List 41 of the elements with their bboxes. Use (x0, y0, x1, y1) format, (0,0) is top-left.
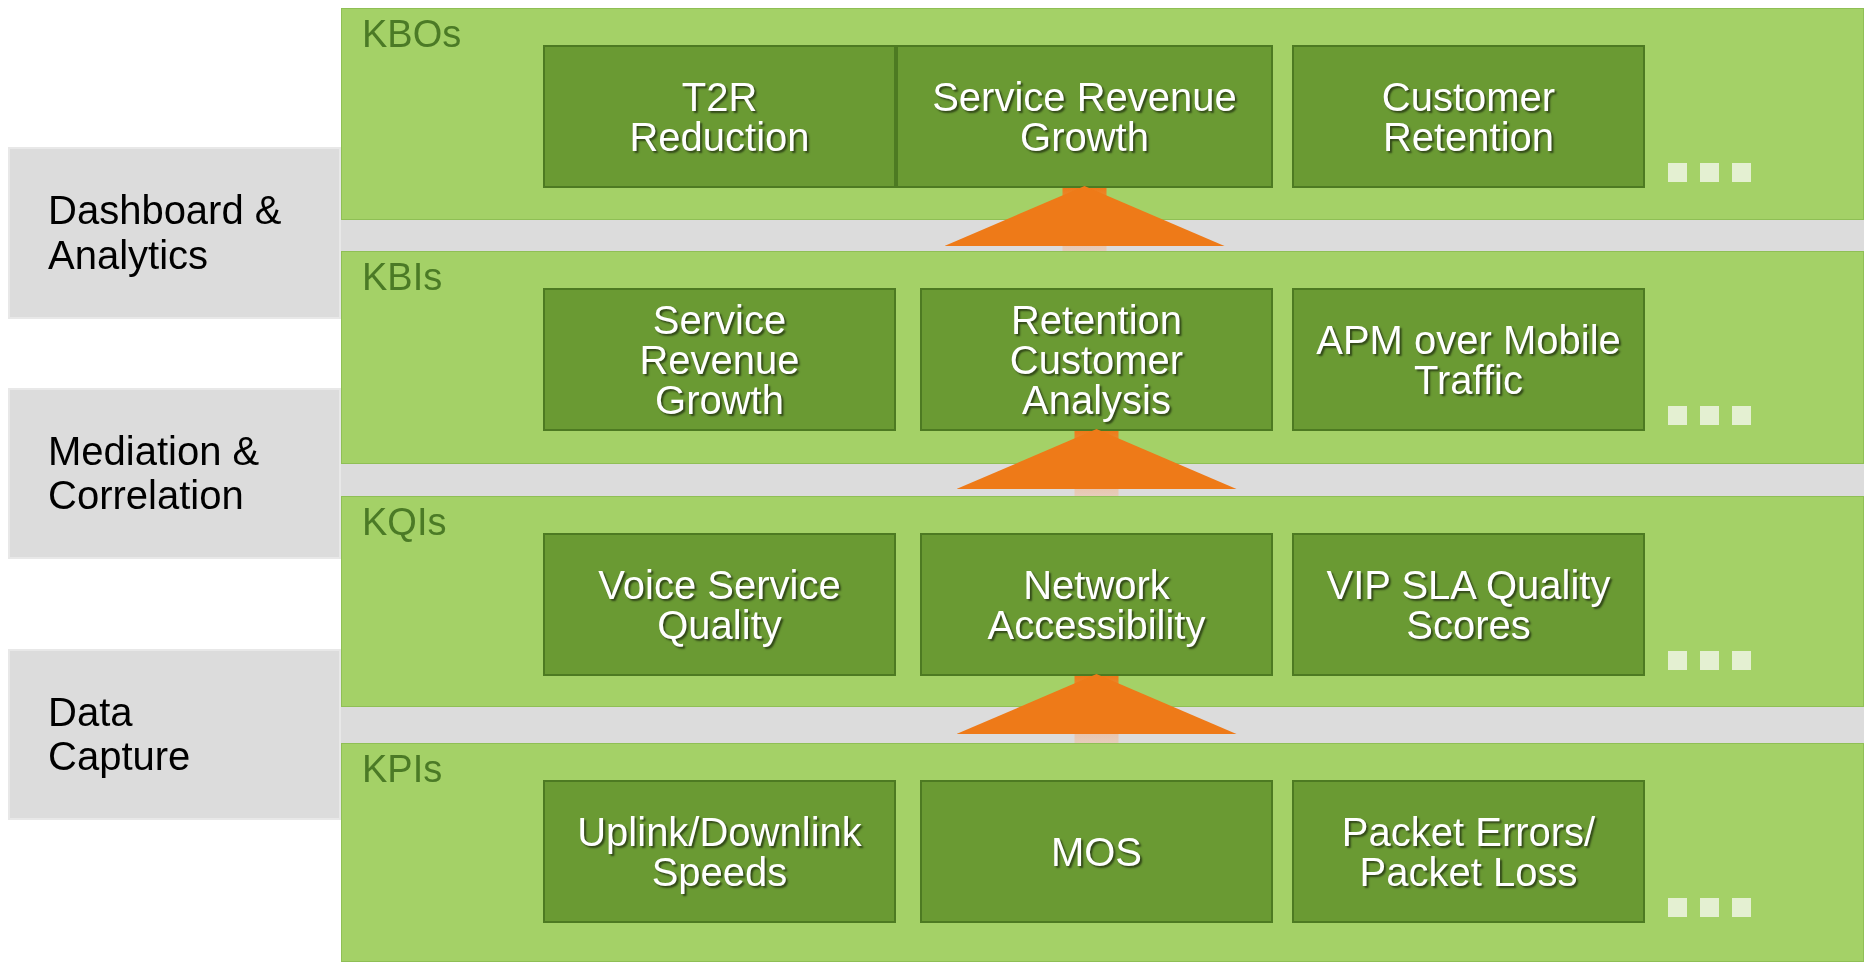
layer-band (341, 8, 1864, 220)
arrow (944, 186, 1225, 251)
metric-box (543, 780, 896, 923)
layer-band (341, 251, 1864, 464)
stage-label: Mediation & Correlation (48, 428, 261, 519)
layer-label: KBIs (362, 256, 443, 299)
metric-box (1292, 780, 1645, 923)
metric-label: APM over Mobile Traffic (1315, 319, 1622, 400)
metric-label: MOS (1050, 831, 1143, 872)
metric-label: Voice Service Quality (597, 564, 842, 645)
metric-box (920, 533, 1273, 676)
stage-label: Dashboard & Analytics (48, 188, 283, 278)
metric-label: Packet Errors/ Packet Loss (1340, 811, 1597, 892)
stage-band (8, 388, 341, 559)
metric-label: Uplink/Downlink Speeds (576, 811, 863, 892)
metric-label: Customer Retention (1380, 76, 1557, 157)
metric-box (543, 288, 896, 431)
metric-box (920, 780, 1273, 923)
stage-label: Data Capture (48, 689, 192, 780)
metric-box (543, 533, 896, 676)
metric-label: Service Revenue Growth (638, 299, 801, 420)
metric-box (1292, 533, 1645, 676)
layer-label: KBOs (362, 13, 462, 56)
metric-box (1292, 288, 1645, 431)
metric-box (1292, 45, 1645, 188)
metric-label: VIP SLA Quality Scores (1325, 564, 1612, 645)
metric-box (896, 45, 1273, 188)
metric-label: Network Accessibility (986, 564, 1207, 645)
arrow (956, 674, 1237, 743)
layer-label: KPIs (362, 748, 443, 791)
stage-band (8, 649, 341, 820)
metric-label: Service Revenue Growth (931, 76, 1238, 157)
layer-band (341, 743, 1864, 962)
metric-box (920, 288, 1273, 431)
metric-label: Retention Customer Analysis (1008, 299, 1185, 420)
layer-band (341, 496, 1864, 707)
layer-label: KQIs (362, 501, 447, 544)
metric-label: T2R Reduction (628, 76, 811, 157)
stage-band (8, 147, 341, 319)
metric-box (543, 45, 896, 188)
arrow (956, 429, 1237, 496)
